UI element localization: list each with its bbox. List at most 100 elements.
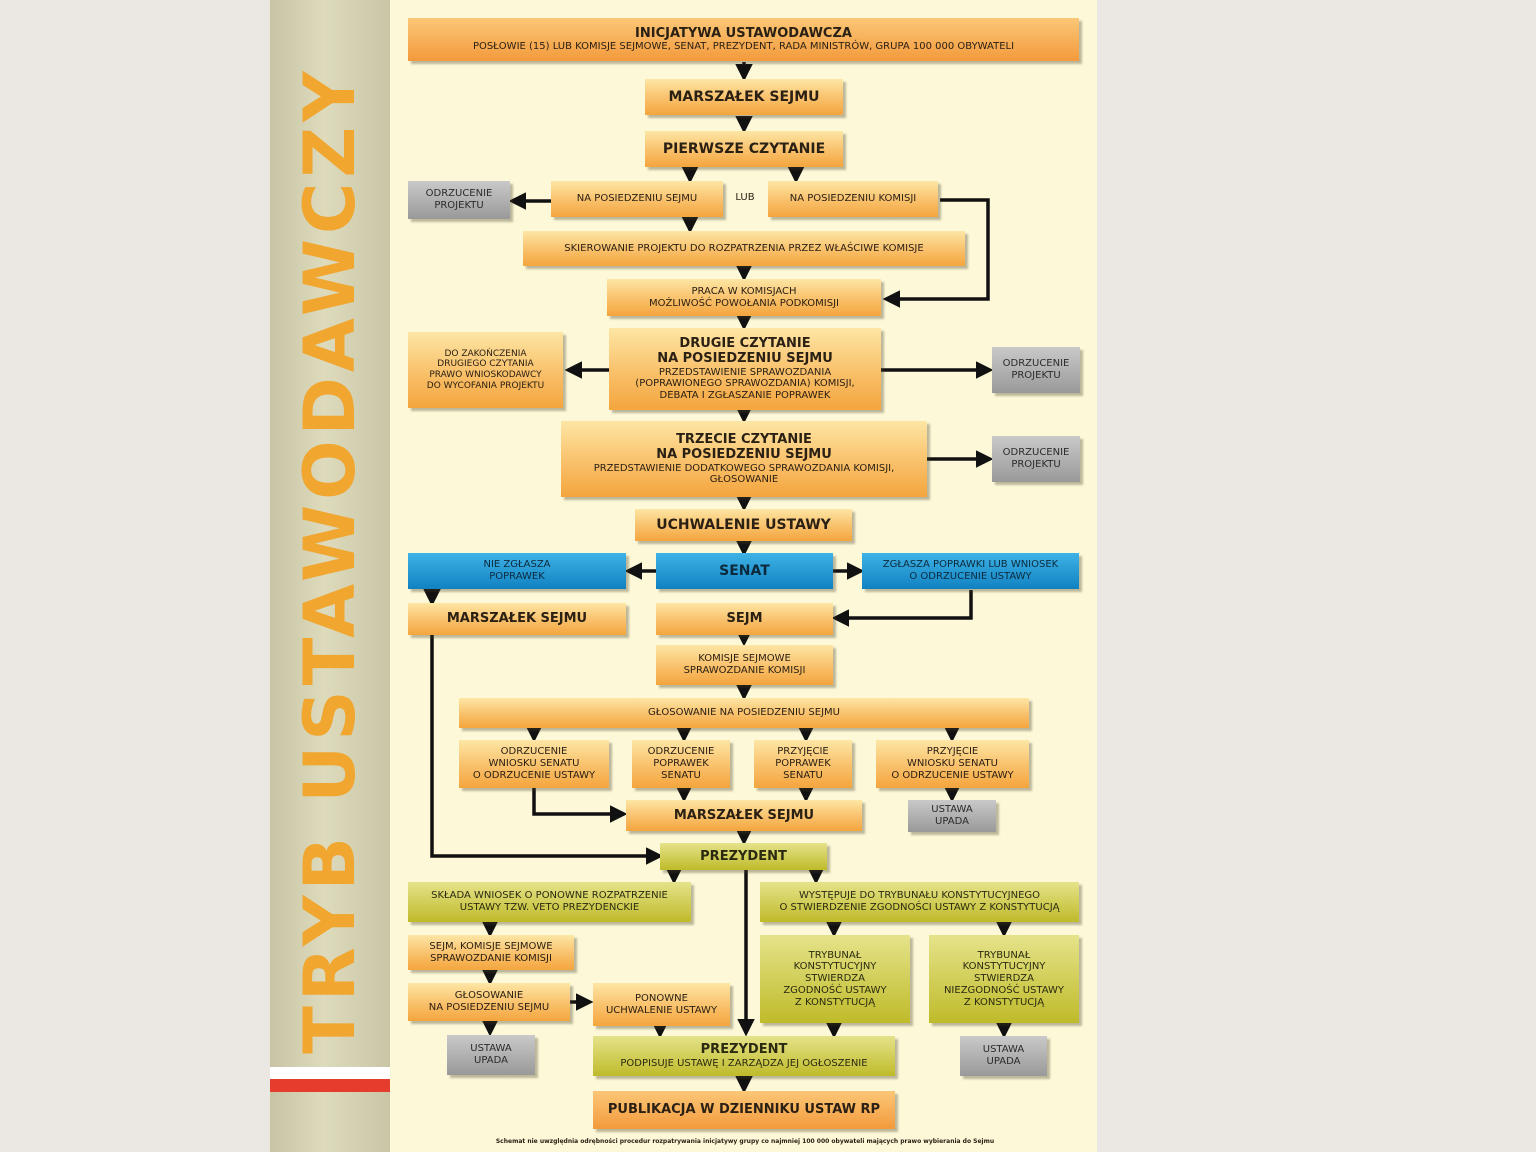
publication-box: PUBLIKACJA W DZIENNIKU USTAW RP: [593, 1091, 895, 1129]
readoption-line: UCHWALENIE USTAWY: [605, 1004, 718, 1016]
marshal-box-3: MARSZAŁEK SEJMU: [626, 800, 862, 831]
flag-red-stripe: [270, 1079, 390, 1092]
withdraw-line: DRUGIEGO CZYTANIA: [437, 359, 534, 370]
option-line: POPRAWEK: [653, 758, 709, 770]
law-fails-box-2: USTAWA UPADA: [447, 1035, 535, 1075]
third-reading-title: NA POSIEDZENIU SEJMU: [656, 447, 832, 463]
initiative-box: INICJATYWA USTAWODAWCZA POSŁOWIE (15) LU…: [408, 18, 1079, 61]
option-accept-senate-motion: PRZYJĘCIE WNIOSKU SENATU O ODRZUCENIE US…: [876, 740, 1029, 788]
referral-box: SKIEROWANIE PROJEKTU DO ROZPATRZENIA PRZ…: [523, 231, 965, 266]
tribunal-request-line: O STWIERDZENIE ZGODNOŚCI USTAWY Z KONSTY…: [779, 902, 1060, 913]
no-amendments-line: POPRAWEK: [489, 571, 545, 582]
readoption-line: PONOWNE: [635, 992, 688, 1004]
second-reading-title: DRUGIE CZYTANIE: [679, 335, 811, 351]
initiative-title: INICJATYWA USTAWODAWCZA: [635, 25, 852, 41]
option-line: PRZYJĘCIE: [926, 746, 979, 758]
reject-line: PROJEKTU: [434, 200, 484, 211]
president-box-1: PREZYDENT: [660, 843, 827, 870]
tribunal-request-line: WYSTĘPUJE DO TRYBUNAŁU KONSTYTUCYJNEGO: [798, 890, 1041, 902]
option-line: ODRZUCENIE: [500, 746, 568, 758]
committee-work-line: MOŻLIWOŚĆ POWOŁANIA PODKOMISJI: [648, 297, 839, 309]
reject-project-box-2: ODRZUCENIE PROJEKTU: [992, 347, 1080, 393]
or-label: LUB: [735, 192, 755, 203]
president-sign-title: PREZYDENT: [700, 1042, 788, 1058]
tribunal-compliant-box: TRYBUNAŁ KONSTYTUCYJNY STWIERDZA ZGODNOŚ…: [760, 935, 910, 1023]
option-line: ODRZUCENIE: [647, 746, 715, 758]
committee-work-box: PRACA W KOMISJACH MOŻLIWOŚĆ POWOŁANIA PO…: [607, 279, 881, 316]
withdraw-line: PRAWO WNIOSKODAWCY: [429, 370, 542, 380]
adoption-box: UCHWALENIE USTAWY: [635, 509, 852, 541]
law-fails-line: USTAWA: [470, 1043, 512, 1055]
third-reading-detail: GŁOSOWANIE: [709, 474, 779, 486]
law-fails-line: UPADA: [986, 1056, 1021, 1067]
sejm-reconsider-line: SEJM, KOMISJE SEJMOWE: [429, 940, 553, 952]
tribunal-request-box: WYSTĘPUJE DO TRYBUNAŁU KONSTYTUCYJNEGO O…: [760, 882, 1079, 922]
tribunal-line: STWIERDZA: [974, 973, 1034, 985]
committee-sitting-box: NA POSIEDZENIU KOMISJI: [768, 181, 938, 217]
sejm-vote-box: GŁOSOWANIE NA POSIEDZENIU SEJMU: [459, 698, 1029, 728]
sejm-committees-box: KOMISJE SEJMOWE SPRAWOZDANIE KOMISJI: [656, 645, 833, 685]
second-reading-detail: DEBATA I ZGŁASZANIE POPRAWEK: [659, 390, 831, 402]
tribunal-line: Z KONSTYTUCJĄ: [794, 996, 876, 1008]
option-line: WNIOSKU SENATU: [488, 758, 580, 770]
readoption-box: PONOWNE UCHWALENIE USTAWY: [593, 983, 730, 1026]
veto-line: USTAWY TZW. VETO PREZYDENCKIE: [459, 902, 640, 913]
second-reading-detail: PRZEDSTAWIENIE SPRAWOZDANIA: [658, 366, 832, 378]
tribunal-line: NIEZGODNOŚĆ USTAWY: [943, 984, 1065, 996]
no-amendments-box: NIE ZGŁASZA POPRAWEK: [408, 553, 626, 589]
second-reading-box: DRUGIE CZYTANIE NA POSIEDZENIU SEJMU PRZ…: [609, 328, 881, 410]
second-reading-title: NA POSIEDZENIU SEJMU: [657, 351, 833, 367]
law-fails-line: USTAWA: [931, 804, 973, 816]
third-reading-box: TRZECIE CZYTANIE NA POSIEDZENIU SEJMU PR…: [561, 421, 927, 497]
tribunal-noncompliant-box: TRYBUNAŁ KONSTYTUCYJNY STWIERDZA NIEZGOD…: [929, 935, 1079, 1023]
first-reading-box: PIERWSZE CZYTANIE: [645, 131, 843, 167]
president-sign-box: PREZYDENT PODPISUJE USTAWĘ I ZARZĄDZA JE…: [593, 1036, 895, 1076]
amendments-box: ZGŁASZA POPRAWKI LUB WNIOSEK O ODRZUCENI…: [862, 553, 1079, 589]
reject-project-box-1: ODRZUCENIE PROJEKTU: [408, 181, 510, 219]
reject-line: PROJEKTU: [1011, 370, 1061, 381]
law-fails-box-3: USTAWA UPADA: [960, 1036, 1047, 1076]
flag-white-stripe: [270, 1067, 390, 1079]
third-reading-title: TRZECIE CZYTANIE: [676, 431, 812, 447]
president-sign-detail: PODPISUJE USTAWĘ I ZARZĄDZA JEJ OGŁOSZEN…: [620, 1057, 868, 1069]
sejm-committees-line: SPRAWOZDANIE KOMISJI: [683, 665, 806, 676]
footnote: Schemat nie uwzględnia odrębności proced…: [495, 1138, 995, 1145]
withdraw-line: DO WYCOFANIA PROJEKTU: [426, 380, 545, 391]
side-band: [270, 0, 390, 1152]
sejm-vote-line: NA POSIEDZENIU SEJMU: [428, 1002, 550, 1013]
sejm-reconsider-box: SEJM, KOMISJE SEJMOWE SPRAWOZDANIE KOMIS…: [408, 935, 574, 970]
tribunal-line: STWIERDZA: [805, 973, 865, 985]
tribunal-line: KONSTYTUCYJNY: [793, 961, 877, 973]
option-line: O ODRZUCENIE USTAWY: [891, 769, 1014, 781]
option-line: PRZYJĘCIE: [777, 746, 829, 758]
law-fails-line: USTAWA: [982, 1044, 1025, 1056]
law-fails-line: UPADA: [935, 816, 969, 827]
tribunal-line: Z KONSTYTUCJĄ: [963, 996, 1045, 1008]
senate-box: SENAT: [656, 553, 833, 589]
option-reject-amendments: ODRZUCENIE POPRAWEK SENATU: [632, 740, 730, 788]
withdraw-line: DO ZAKOŃCZENIA: [444, 348, 527, 359]
withdraw-right-box: DO ZAKOŃCZENIA DRUGIEGO CZYTANIA PRAWO W…: [408, 332, 563, 408]
sejm-box: SEJM: [656, 603, 833, 635]
option-line: SENATU: [783, 769, 823, 781]
reject-line: ODRZUCENIE: [1002, 447, 1070, 459]
marshal-box-2: MARSZAŁEK SEJMU: [408, 603, 626, 635]
marshal-box-1: MARSZAŁEK SEJMU: [645, 79, 843, 115]
reject-line: ODRZUCENIE: [1002, 358, 1070, 370]
option-accept-amendments: PRZYJĘCIE POPRAWEK SENATU: [754, 740, 852, 788]
option-line: WNIOSKU SENATU: [907, 758, 998, 770]
reject-line: PROJEKTU: [1011, 459, 1061, 470]
amendments-line: O ODRZUCENIE USTAWY: [909, 571, 1032, 582]
sejm-vote-box-2: GŁOSOWANIE NA POSIEDZENIU SEJMU: [408, 983, 570, 1021]
option-line: POPRAWEK: [775, 758, 831, 770]
second-reading-detail: (POPRAWIONEGO SPRAWOZDANIA) KOMISJI,: [635, 378, 855, 390]
sejm-committees-line: KOMISJE SEJMOWE: [698, 653, 791, 665]
initiative-subtitle: POSŁOWIE (15) LUB KOMISJE SEJMOWE, SENAT…: [472, 41, 1015, 53]
option-line: O ODRZUCENIE USTAWY: [472, 769, 596, 781]
reject-project-box-3: ODRZUCENIE PROJEKTU: [992, 436, 1080, 482]
sejm-reconsider-line: SPRAWOZDANIE KOMISJI: [430, 952, 552, 964]
law-fails-line: UPADA: [474, 1055, 508, 1066]
veto-box: SKŁADA WNIOSEK O PONOWNE ROZPATRZENIE US…: [408, 882, 691, 922]
tribunal-line: TRYBUNAŁ: [808, 949, 862, 961]
amendments-line: ZGŁASZA POPRAWKI LUB WNIOSEK: [882, 559, 1059, 571]
